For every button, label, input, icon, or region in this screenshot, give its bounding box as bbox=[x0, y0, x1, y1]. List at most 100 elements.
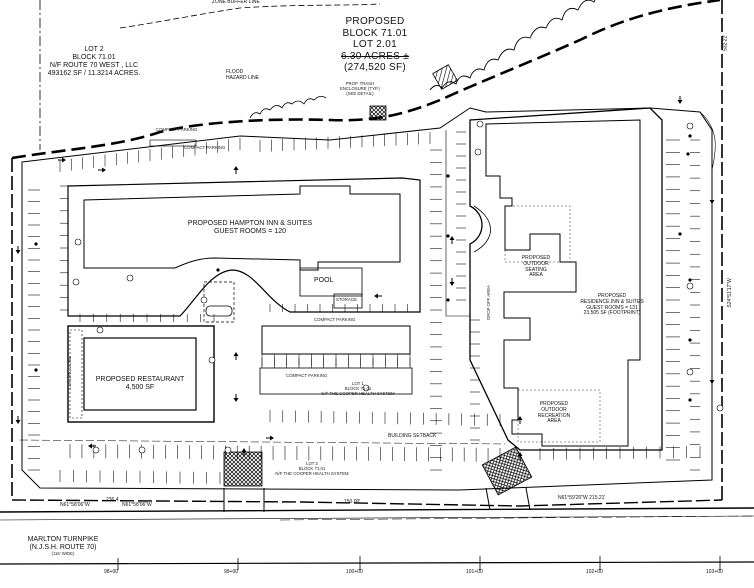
stall-count-circle bbox=[138, 446, 146, 454]
traffic-arrow bbox=[374, 293, 382, 299]
loading-zone-label: LOADING ZONE bbox=[66, 356, 72, 389]
stall-count-circles bbox=[72, 120, 724, 454]
stall-count-circle bbox=[474, 148, 482, 156]
outdoor-seating-area bbox=[504, 205, 571, 263]
parcel-area-acres: 6.30 ACRES ± bbox=[340, 50, 409, 62]
traffic-arrow bbox=[677, 96, 683, 104]
building-setback-line bbox=[19, 439, 506, 445]
traffic-arrow bbox=[266, 435, 274, 441]
traffic-arrow bbox=[449, 278, 455, 286]
dim-east: 532.22' bbox=[722, 34, 729, 51]
building-setback-label: BUILDING SETBACK bbox=[388, 433, 437, 439]
station-103: 103+00 bbox=[706, 569, 723, 575]
station-100: 100+00 bbox=[346, 569, 363, 575]
traffic-arrow bbox=[58, 157, 66, 163]
right-curve bbox=[699, 111, 716, 171]
outdoor-recreation-area bbox=[517, 389, 601, 443]
traffic-arrow bbox=[233, 394, 239, 402]
stall-count-circle bbox=[208, 356, 216, 364]
outdoor-seating-label: PROPOSED OUTDOOR SEATING AREA bbox=[521, 255, 551, 279]
tree-symbols bbox=[34, 134, 692, 402]
residence-inn-building bbox=[485, 119, 641, 447]
parcel-title: PROPOSED BLOCK 71.01 LOT 2.01 6.30 ACRES… bbox=[320, 16, 430, 74]
parking-island-center bbox=[261, 325, 411, 355]
drop-off-lane bbox=[205, 305, 233, 317]
flood-hazard-label: FLOOD HAZARD LINE bbox=[226, 69, 260, 81]
flood-hazard-line bbox=[429, 0, 596, 91]
compact-parking-label-3: COMPACT PARKING bbox=[286, 373, 328, 378]
paved-pad-west bbox=[223, 451, 263, 487]
pool-area bbox=[299, 267, 363, 297]
traffic-arrow bbox=[233, 166, 239, 174]
compact-parking-island-north bbox=[149, 139, 197, 147]
parking-stalls bbox=[28, 131, 701, 484]
pool-label: POOL bbox=[314, 277, 334, 284]
traffic-arrow bbox=[709, 196, 715, 204]
traffic-arrow bbox=[98, 167, 106, 173]
stall-count-circle bbox=[224, 446, 232, 454]
residence-drop-off-curve bbox=[473, 205, 491, 253]
stall-count-circle bbox=[362, 384, 370, 392]
bearing-east: S24°51'17"W bbox=[726, 278, 733, 308]
driveway-east bbox=[485, 487, 531, 511]
traffic-arrow bbox=[709, 376, 715, 384]
traffic-arrow bbox=[15, 416, 21, 424]
hampton-building bbox=[83, 185, 401, 271]
stall-count-circle bbox=[74, 238, 82, 246]
hampton-building-label: PROPOSED HAMPTON INN & SUITES GUEST ROOM… bbox=[187, 220, 313, 236]
property-line-north bbox=[11, 0, 721, 160]
stall-count-circle bbox=[200, 296, 208, 304]
parcel-area-sf: (274,520 SF) bbox=[344, 62, 406, 73]
storage-label: STORAGE bbox=[336, 297, 357, 302]
traffic-arrow bbox=[15, 246, 21, 254]
traffic-arrow bbox=[449, 236, 455, 244]
parking-lot-curb bbox=[21, 107, 713, 491]
compact-parking-label-2: COMPACT PARKING bbox=[184, 145, 226, 150]
stall-count-circle bbox=[96, 326, 104, 334]
trash-enclosure-west bbox=[369, 105, 387, 121]
restaurant-building bbox=[83, 337, 197, 411]
compact-parking-label-1: COMPACT PARKING bbox=[156, 127, 198, 132]
bearing-south-right: N61°59'20"W 215.21' bbox=[558, 495, 606, 501]
station-98: 98+00 bbox=[104, 569, 119, 575]
traffic-arrow bbox=[517, 452, 523, 460]
traffic-arrow bbox=[241, 448, 247, 456]
station-ticks bbox=[117, 556, 721, 570]
driveway-west bbox=[223, 488, 265, 512]
stall-count-circle bbox=[92, 446, 100, 454]
compact-parking-label-4: COMPACT PARKING bbox=[314, 317, 356, 322]
flood-hazard-line-west bbox=[249, 96, 327, 119]
stall-count-circle bbox=[72, 278, 80, 286]
drop-off-label: DROP OFF AREA bbox=[485, 285, 491, 320]
paved-pad-east bbox=[481, 446, 533, 496]
trash-enclosure-label: PROP. TRASH ENCLOSURE (TYP.) (SEE DETAIL… bbox=[340, 81, 380, 96]
property-line-south bbox=[11, 499, 723, 507]
stall-count-circle bbox=[686, 282, 694, 290]
outdoor-recreation-label: PROPOSED OUTDOOR RECREATION AREA bbox=[537, 401, 571, 425]
road-centerline bbox=[0, 561, 754, 565]
station-99: 99+00 bbox=[224, 569, 239, 575]
traffic-arrow bbox=[88, 443, 96, 449]
restaurant-pad bbox=[67, 325, 215, 423]
drive-aisle-east bbox=[445, 130, 470, 317]
traffic-arrows bbox=[15, 96, 715, 460]
hampton-parking-island bbox=[67, 177, 421, 317]
neighbor-lot-label: LOT 2 BLOCK 71.01 N/F ROUTE 70 WEST , LL… bbox=[47, 46, 141, 78]
lot2-label: LOT 2 BLOCK 71.01 N/F THE COOPER HEALTH … bbox=[275, 461, 349, 476]
trash-enclosure-north bbox=[432, 64, 458, 90]
stall-count-circle bbox=[686, 122, 694, 130]
stall-count-circle bbox=[476, 120, 484, 128]
loading-zone-hatch bbox=[69, 329, 83, 419]
residence-inn-lot bbox=[469, 107, 663, 451]
dim-small: 236.4 bbox=[106, 497, 119, 503]
road-curb-line bbox=[0, 515, 754, 521]
stall-count-circle bbox=[716, 404, 724, 412]
zone-buffer-line bbox=[119, 3, 381, 29]
restaurant-label: PROPOSED RESTAURANT 4,500 SF bbox=[95, 376, 185, 392]
station-102: 102+00 bbox=[586, 569, 603, 575]
dim-south: 150.00' bbox=[344, 499, 361, 505]
residence-inn-label: PROPOSED RESIDENCE INN & SUITES GUEST RO… bbox=[580, 293, 644, 317]
stall-count-circle bbox=[686, 368, 694, 376]
bearing-south-left-2: N61°58'06"W bbox=[122, 502, 152, 508]
